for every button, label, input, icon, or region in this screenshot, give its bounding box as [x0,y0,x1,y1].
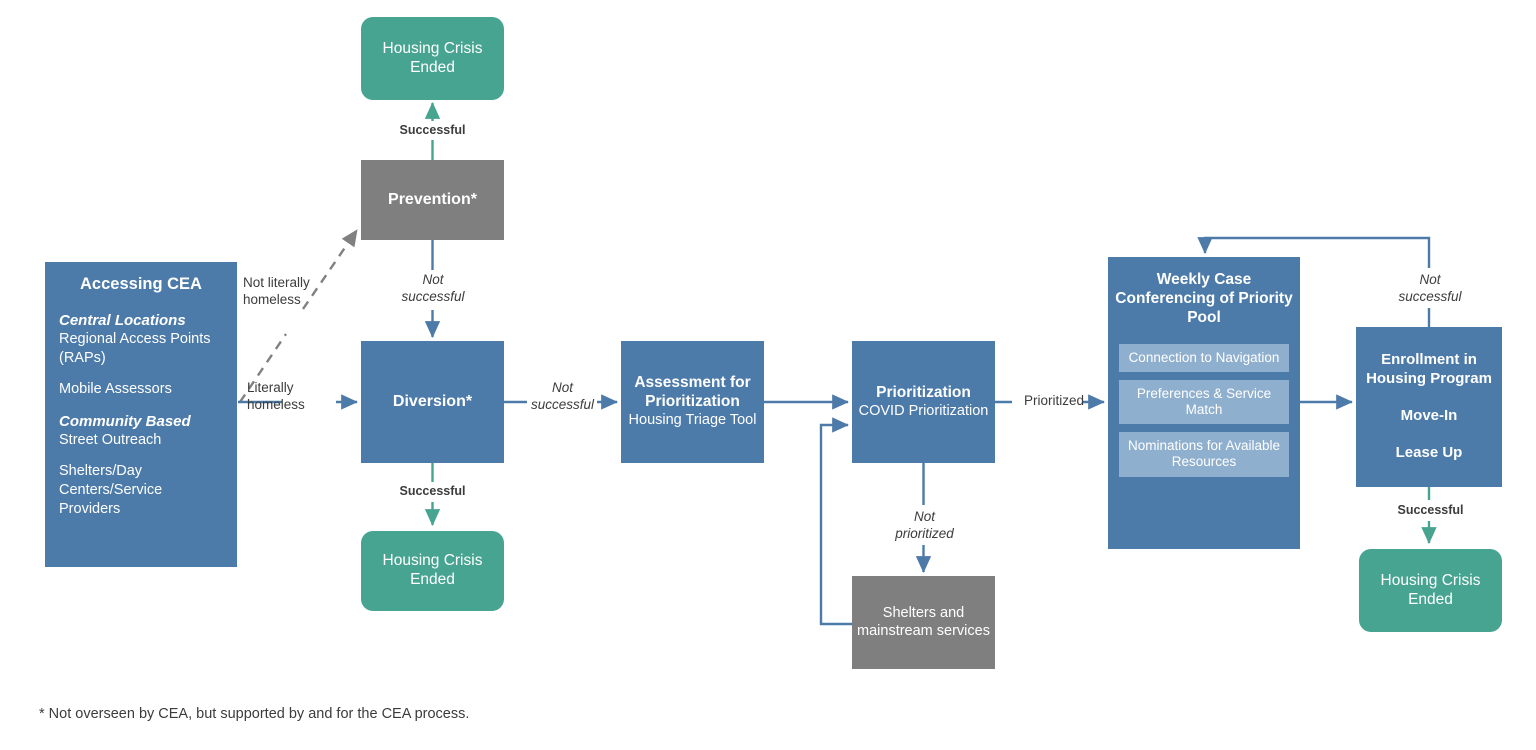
accessing-cea-section-1-line-1: Regional Access Points (RAPs) [59,331,211,367]
prevention-label: Prevention* [388,191,477,209]
edge-label-not-successful-prevention: Not successful [401,272,465,304]
node-prioritization[interactable]: Prioritization COVID Prioritization [852,341,995,463]
node-shelters-and-mainstream-services[interactable]: Shelters and mainstream services [852,576,995,669]
accessing-cea-section-2-header: Community Based [59,412,191,430]
accessing-cea-section-2-line-2: Shelters/Day Centers/Service Providers [59,463,163,517]
accessing-cea-section-2-line-1: Street Outreach [59,432,162,449]
prioritization-subtitle: COVID Prioritization [858,402,989,419]
edge-cea-to-prevention-dashed [239,229,358,403]
node-housing-crisis-ended-right[interactable]: Housing Crisis Ended [1359,549,1502,632]
accessing-cea-section-1-header: Central Locations [59,312,186,330]
node-housing-crisis-ended-top[interactable]: Housing Crisis Ended [361,17,504,100]
housing-crisis-ended-top-label: Housing Crisis Ended [382,39,483,76]
prioritization-title: Prioritization [876,383,971,401]
node-housing-crisis-ended-mid[interactable]: Housing Crisis Ended [361,531,504,611]
edge-label-not-prioritized: Not prioritized [895,509,954,541]
assessment-subtitle: Housing Triage Tool [628,412,757,429]
shelters-label: Shelters and mainstream services [857,604,990,639]
edge-shelters-back-to-prioritization [819,417,852,626]
edge-label-successful-diversion: Successful [399,484,466,498]
edge-label-not-literally-homeless: Not literally homeless [243,275,310,307]
assessment-title: Assessment for Prioritization [634,374,751,411]
weekly-subitem-connection-to-navigation[interactable]: Connection to Navigation [1119,343,1289,372]
node-diversion[interactable]: Diversion* [361,341,504,463]
weekly-subitem-preferences-and-service-match[interactable]: Preferences & Service Match [1119,379,1289,425]
edge-label-not-successful-diversion: Not successful [530,380,595,412]
weekly-case-conferencing-title: Weekly Case Conferencing of Priority Poo… [1115,271,1293,326]
enrollment-line-1: Enrollment in Housing Program [1366,351,1492,387]
diversion-label: Diversion* [392,393,473,411]
node-prevention[interactable]: Prevention* [361,160,504,240]
edge-label-not-successful-enrollment: Not successful [1398,272,1462,304]
node-accessing-cea[interactable]: Accessing CEA Central Locations Regional… [45,262,237,567]
enrollment-line-3: Lease Up [1395,444,1463,461]
accessing-cea-section-1-line-2: Mobile Assessors [59,381,172,398]
enrollment-line-2: Move-In [1400,407,1458,424]
edge-label-literally-homeless: Literally homeless [247,380,305,412]
edge-label-successful-enrollment: Successful [1397,503,1464,517]
edge-label-prioritized: Prioritized [1023,393,1085,408]
edge-label-successful-prevention: Successful [399,123,466,137]
node-enrollment-in-housing-program[interactable]: Enrollment in Housing Program Move-In Le… [1356,327,1502,487]
housing-crisis-ended-right-label: Housing Crisis Ended [1380,571,1481,608]
node-weekly-case-conferencing[interactable]: Weekly Case Conferencing of Priority Poo… [1108,257,1300,549]
node-assessment-for-prioritization[interactable]: Assessment for Prioritization Housing Tr… [621,341,764,463]
weekly-subitem-nominations-for-available-resources[interactable]: Nominations for Available Resources [1119,432,1289,477]
footnote: * Not overseen by CEA, but supported by … [39,706,470,722]
housing-crisis-ended-mid-label: Housing Crisis Ended [382,552,483,588]
accessing-cea-title: Accessing CEA [80,275,202,293]
